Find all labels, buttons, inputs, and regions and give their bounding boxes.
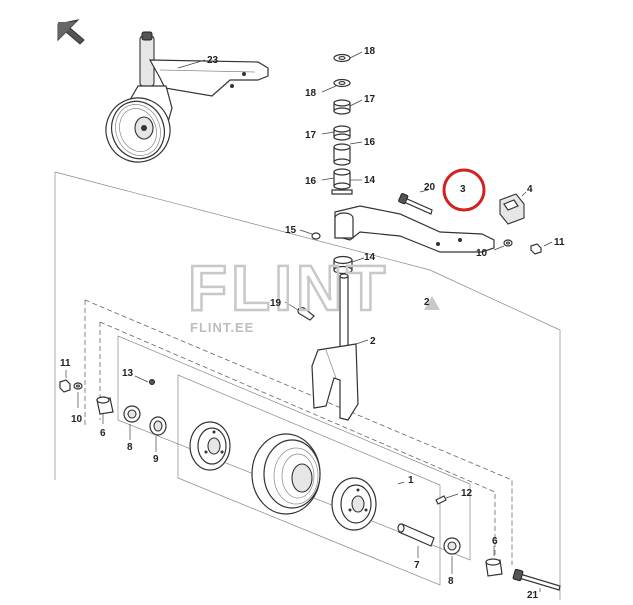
hub-half-left [189, 421, 231, 471]
seal-part-9 [149, 416, 167, 436]
hub-half-right [331, 477, 377, 531]
flint-watermark: FLINT FLINT.EE [187, 251, 440, 335]
back-arrow-icon[interactable] [57, 19, 85, 45]
watermark-brand: FLINT [188, 252, 389, 324]
callout-8-left: 8 [127, 442, 133, 453]
wheel-subassembly-box [117, 335, 471, 586]
washer-part-10-right [503, 239, 513, 247]
callout-4: 4 [527, 184, 533, 195]
washer-part-10-left [73, 382, 83, 390]
callout-7: 7 [414, 560, 420, 571]
bearing-part-8-right [443, 537, 461, 555]
callout-19: 19 [270, 298, 282, 309]
callout-21: 21 [527, 590, 539, 600]
nut-part-15 [311, 232, 321, 240]
leader-lines [65, 51, 553, 592]
callout-17-right: 17 [364, 94, 376, 105]
callout-6-right: 6 [492, 536, 498, 547]
axle-part-7 [397, 523, 435, 547]
callout-15: 15 [285, 225, 297, 236]
callout-2-watermark: 2 [424, 297, 430, 308]
spacer-part-6-left [96, 396, 114, 415]
callout-14-lower: 14 [364, 252, 376, 263]
fork-part-2 [311, 273, 359, 421]
callout-11-right: 11 [554, 237, 565, 248]
callout-16-right: 16 [364, 137, 376, 148]
callout-12: 12 [461, 488, 473, 499]
callout-8-right: 8 [448, 576, 454, 587]
callout-6-left: 6 [100, 428, 106, 439]
spacer-part-6-right [485, 558, 503, 577]
caster-wheel-assembly [105, 31, 269, 163]
callout-3: 3 [460, 184, 466, 195]
tyre-part [251, 433, 321, 515]
bolt-part-20 [398, 193, 433, 215]
callout-11-left: 11 [60, 358, 71, 369]
nut-part-11-right [530, 243, 542, 255]
bracket-part-4 [499, 193, 525, 225]
grease-nipple-part-13 [149, 379, 155, 385]
nut-part-11-left [59, 379, 71, 393]
callout-18-left: 18 [305, 88, 317, 99]
callout-1: 1 [408, 475, 414, 486]
callout-10-left: 10 [71, 414, 83, 425]
assembly-frame-outline [54, 171, 561, 600]
callout-16-left: 16 [305, 176, 317, 187]
pivot-arm-part-3 [334, 205, 495, 253]
callout-labels: 23 18 18 17 17 16 16 14 14 20 3 4 15 10 … [60, 46, 565, 601]
screw-part-12 [435, 495, 447, 505]
bushing-stack [331, 53, 353, 195]
bolt-part-21 [512, 568, 561, 591]
callout-20: 20 [424, 182, 436, 193]
callout-18-top: 18 [364, 46, 376, 57]
bearing-part-8-left [123, 405, 141, 423]
callout-10-right: 10 [476, 248, 488, 259]
callout-2: 2 [370, 336, 376, 347]
callout-9: 9 [153, 454, 159, 465]
callout-14-upper: 14 [364, 175, 376, 186]
highlight-circle-part-3[interactable] [442, 168, 486, 212]
callout-17-left: 17 [305, 130, 317, 141]
callout-23: 23 [207, 55, 219, 66]
callout-13: 13 [122, 368, 134, 379]
watermark-site: FLINT.EE [190, 320, 254, 335]
pin-part-19 [297, 307, 315, 321]
